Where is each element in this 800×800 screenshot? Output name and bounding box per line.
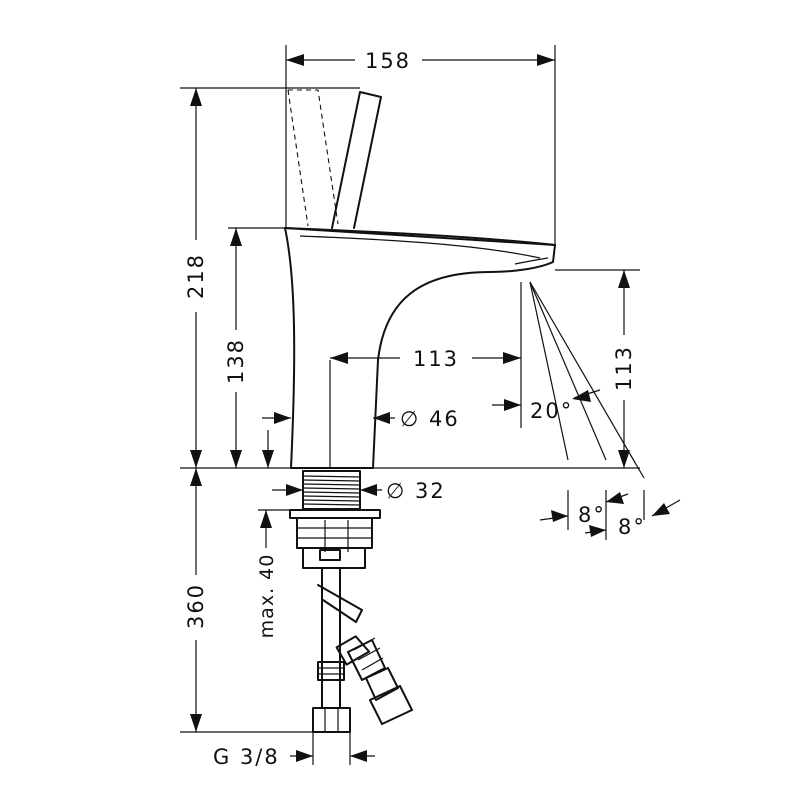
label-height-218: 218 — [184, 253, 208, 299]
thread-line — [302, 499, 361, 502]
thread-line — [302, 475, 361, 478]
label-body-diameter: ∅ 46 — [400, 407, 460, 431]
label-outlet-height-113: 113 — [612, 345, 636, 391]
label-shank-diameter: ∅ 32 — [386, 479, 446, 503]
label-jet-angle: 20° — [530, 399, 573, 423]
thread-shank — [289, 470, 381, 569]
thread-line — [302, 483, 361, 486]
label-spout-height-138: 138 — [224, 338, 248, 384]
label-connection-thread: G 3/8 — [213, 745, 280, 769]
label-max-thickness: max. 40 — [256, 554, 278, 639]
thread-line — [302, 479, 361, 482]
label-jet-angle-right: 8° — [618, 515, 646, 539]
faucet-body — [284, 227, 556, 469]
thread-line — [302, 491, 361, 494]
label-width-158: 158 — [365, 49, 411, 73]
label-jet-angle-left: 8° — [578, 503, 606, 527]
thread-line — [302, 487, 361, 490]
water-jet-lines — [520, 281, 645, 479]
thread-line — [302, 503, 361, 506]
thread-line — [302, 495, 361, 498]
label-hose-length-360: 360 — [184, 583, 208, 629]
supply-hoses — [312, 567, 413, 733]
extension-lines — [180, 45, 645, 765]
dimension-lines — [190, 54, 681, 762]
lever-handle — [285, 88, 382, 229]
label-reach-113: 113 — [413, 347, 459, 371]
